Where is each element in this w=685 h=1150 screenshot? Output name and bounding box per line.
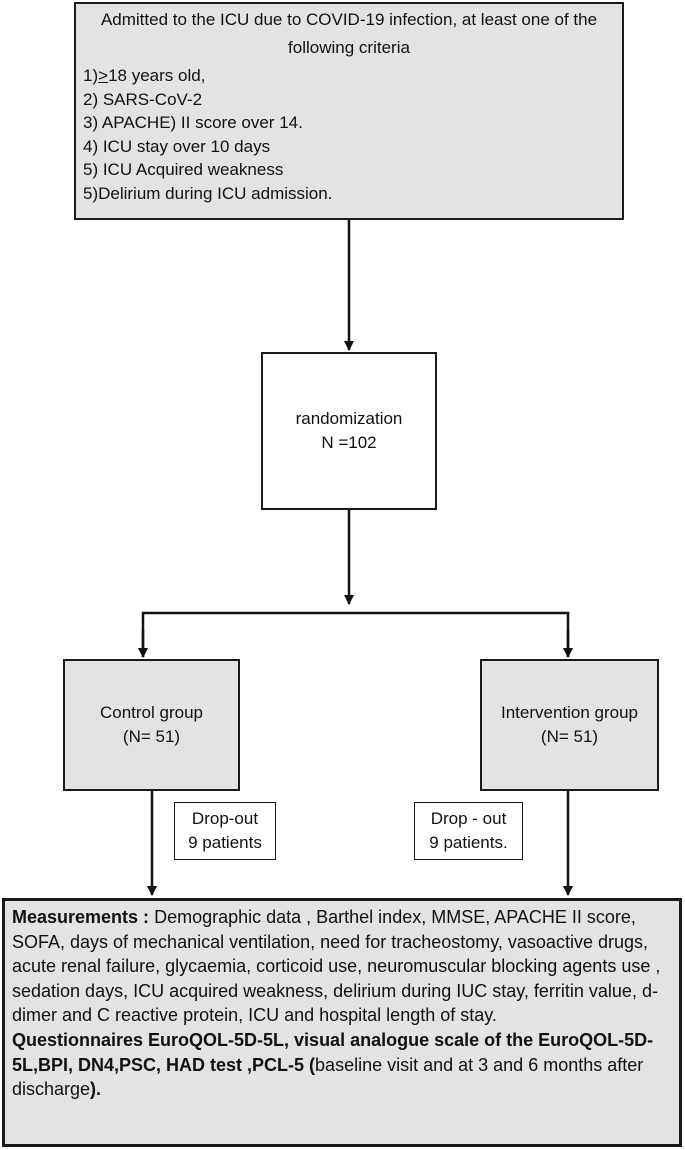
criteria-item: 5) ICU Acquired weakness [83,160,284,180]
measurements-paragraph: Measurements : Demographic data , Barthe… [12,905,675,1028]
questionnaires-list: Questionnaires EuroQOL-5D-5L, visual ana… [12,1029,654,1075]
intervention-group-label: Intervention group [500,703,639,722]
branch-line [141,611,570,657]
randomization-count: N =102 [321,433,377,452]
control-group-count: (N= 51) [122,727,181,746]
criteria-item: 4) ICU stay over 10 days [83,136,271,156]
dropout-count: 9 patients. [429,833,508,852]
questionnaires-paragraph: Questionnaires EuroQOL-5D-5L, visual ana… [12,1028,675,1102]
randomization-label: randomization [295,409,403,428]
control-dropout-box: Drop-out 9 patients [174,802,276,860]
measurements-heading: Measurements : [12,907,150,927]
intervention-group-box: Intervention group (N= 51) [480,659,659,791]
control-group-box: Control group (N= 51) [63,659,240,791]
intervention-dropout-box: Drop - out 9 patients. [414,802,523,860]
greater-equal-symbol: > [98,66,109,85]
criteria-item: 2) SARS-CoV-2 [83,89,203,109]
questionnaires-timing: baseline visit and at 3 and 6 months aft… [12,1054,644,1100]
dropout-label: Drop-out [191,809,259,828]
criteria-item: 3) APACHE) II score over 14. [83,113,303,133]
measurements-body: Demographic data , Barthel index, MMSE, … [12,907,661,1026]
criteria-list: 1)>18 years old, 2) SARS-CoV-2 3) APACHE… [76,64,622,206]
dropout-count: 9 patients [188,833,262,852]
criteria-title: Admitted to the ICU due to COVID-19 infe… [100,10,598,57]
inclusion-criteria-box: Admitted to the ICU due to COVID-19 infe… [74,2,624,220]
criteria-item: 1)>18 years old, [83,66,206,85]
criteria-item: 5)Delirium during ICU admission. [83,183,333,203]
dropout-label: Drop - out [430,809,507,828]
control-group-label: Control group [99,703,203,722]
measurements-box: Measurements : Demographic data , Barthe… [2,898,682,1147]
intervention-group-count: (N= 51) [540,727,599,746]
randomization-box: randomization N =102 [261,352,437,510]
questionnaires-end: ). [90,1079,102,1100]
